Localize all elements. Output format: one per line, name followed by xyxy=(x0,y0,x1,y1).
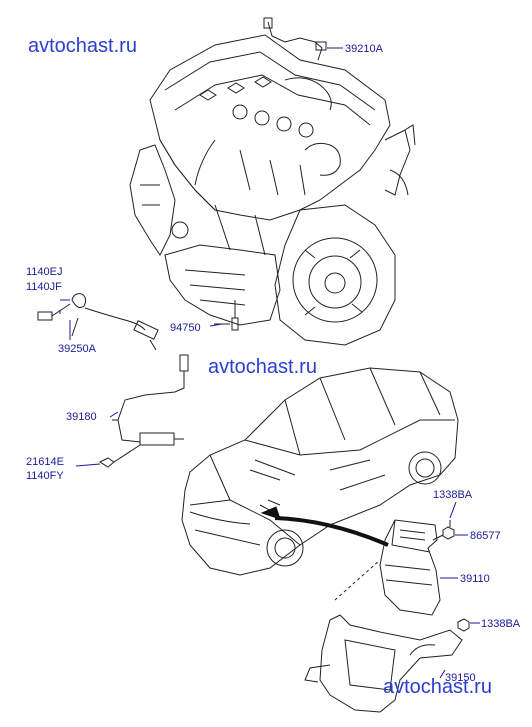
location-arrow xyxy=(260,506,389,547)
part-label-39150[interactable]: 39150 xyxy=(445,672,476,684)
watermark-middle: avtochast.ru xyxy=(208,356,317,378)
part-label-21614E[interactable]: 21614E xyxy=(26,456,64,468)
oxygen-sensor-drawing xyxy=(98,354,189,468)
bracket-drawing xyxy=(304,614,470,713)
watermark-top: avtochast.ru xyxy=(28,35,137,57)
part-label-94750[interactable]: 94750 xyxy=(170,322,201,334)
part-label-1140JF[interactable]: 1140JF xyxy=(26,281,62,293)
part-label-39210A[interactable]: 39210A xyxy=(345,43,383,55)
car-drawing xyxy=(181,367,459,576)
knock-sensor-drawing xyxy=(37,293,159,351)
ecu-drawing xyxy=(334,519,455,616)
part-label-39250A[interactable]: 39250A xyxy=(58,343,96,355)
leader-lines xyxy=(59,47,480,679)
watermark-bottom: avtochast.ru xyxy=(383,676,492,698)
part-label-39180[interactable]: 39180 xyxy=(66,411,97,423)
part-label-1338BA-top[interactable]: 1338BA xyxy=(433,489,473,501)
part-label-1338BA-bottom[interactable]: 1338BA xyxy=(481,618,521,630)
part-label-1140FY[interactable]: 1140FY xyxy=(26,470,64,482)
part-label-1140EJ[interactable]: 1140EJ xyxy=(26,266,63,278)
engine-drawing xyxy=(129,17,416,346)
part-label-86577[interactable]: 86577 xyxy=(470,530,501,542)
part-label-39110[interactable]: 39110 xyxy=(460,573,490,585)
